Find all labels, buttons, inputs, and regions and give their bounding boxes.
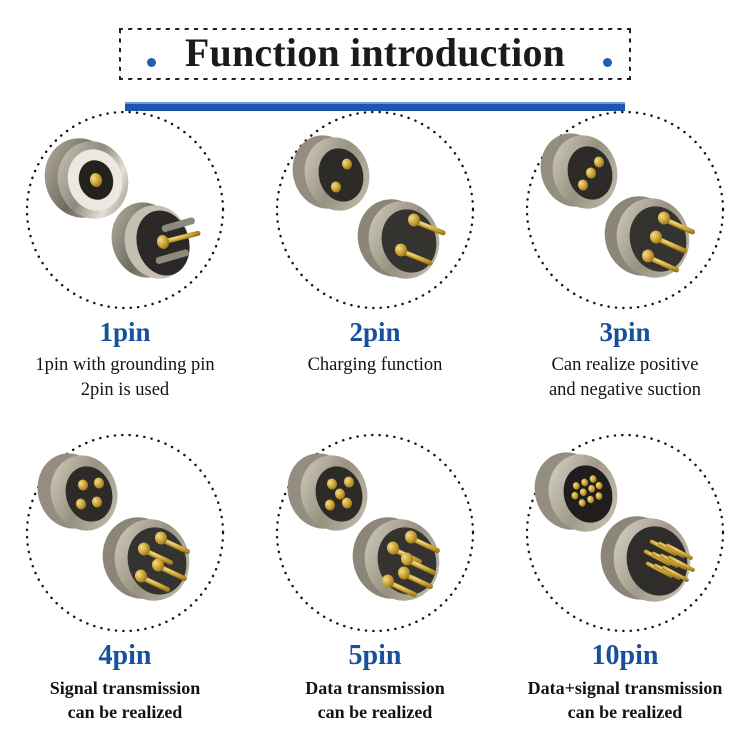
dotted-circle-outline <box>25 433 225 633</box>
dotted-circle-outline <box>275 433 475 633</box>
caption-line: can be realized <box>67 702 183 723</box>
connector-illustration-4pin <box>37 453 190 601</box>
caption-line: and negative suction <box>548 379 702 400</box>
product-image-1pin <box>23 108 227 312</box>
product-cell-4pin[interactable]: 4pin Signal transmission can be realized <box>0 427 250 750</box>
pin-label-5pin: 5pin <box>348 640 402 671</box>
caption-line: 1pin with grounding pin <box>35 355 215 376</box>
title-bullet-left-icon <box>147 58 156 67</box>
caption-2pin: Charging function <box>252 353 498 378</box>
dotted-circle-outline <box>25 110 225 310</box>
dotted-circle-outline <box>525 110 725 310</box>
product-cell-2pin[interactable]: 2pin Charging function <box>250 104 500 427</box>
product-cell-1pin[interactable]: 1pin 1pin with grounding pin 2pin is use… <box>0 104 250 427</box>
product-cell-3pin[interactable]: 3pin Can realize positive and negative s… <box>500 104 750 427</box>
connector-illustration-2pin <box>292 135 446 279</box>
dotted-circle-outline <box>275 110 475 310</box>
connector-illustration-10pin <box>534 452 695 602</box>
connector-illustration-3pin <box>540 133 696 278</box>
product-grid: 1pin 1pin with grounding pin 2pin is use… <box>0 104 750 750</box>
pin-label-2pin: 2pin <box>349 317 401 347</box>
caption-10pin: Data+signal transmission can be realized <box>502 677 748 725</box>
pin-label-10pin: 10pin <box>591 640 659 671</box>
connector-illustration-1pin <box>44 138 201 279</box>
caption-line: can be realized <box>567 702 683 723</box>
caption-1pin: 1pin with grounding pin 2pin is used <box>2 353 248 402</box>
caption-line: can be realized <box>317 702 433 723</box>
product-image-4pin <box>23 431 227 635</box>
caption-line: Charging function <box>307 355 443 376</box>
caption-line: Data+signal transmission <box>527 678 723 699</box>
caption-line: Data transmission <box>305 678 445 699</box>
page-header: Function introduction <box>0 22 750 111</box>
caption-5pin: Data transmission can be realized <box>252 677 498 725</box>
caption-line: Can realize positive <box>551 355 699 376</box>
product-image-3pin <box>523 108 727 312</box>
title-dashed-frame <box>119 28 631 80</box>
caption-4pin: Signal transmission can be realized <box>2 677 248 725</box>
pin-label-3pin: 3pin <box>599 317 651 347</box>
title-bullet-right-icon <box>603 58 612 67</box>
product-cell-10pin[interactable]: 10pin Data+signal transmission can be re… <box>500 427 750 750</box>
caption-3pin: Can realize positive and negative suctio… <box>502 353 748 402</box>
product-image-2pin <box>273 108 477 312</box>
page-title: Function introduction <box>184 30 566 75</box>
product-image-5pin <box>273 431 477 635</box>
dotted-circle-outline <box>525 433 725 633</box>
title-underline-bar <box>125 102 625 111</box>
caption-line: Signal transmission <box>49 678 201 699</box>
connector-illustration-5pin <box>287 453 440 601</box>
pin-label-4pin: 4pin <box>98 640 152 671</box>
caption-line: 2pin is used <box>80 379 170 400</box>
product-cell-5pin[interactable]: 5pin Data transmission can be realized <box>250 427 500 750</box>
product-image-10pin <box>523 431 727 635</box>
pin-label-1pin: 1pin <box>99 317 151 347</box>
